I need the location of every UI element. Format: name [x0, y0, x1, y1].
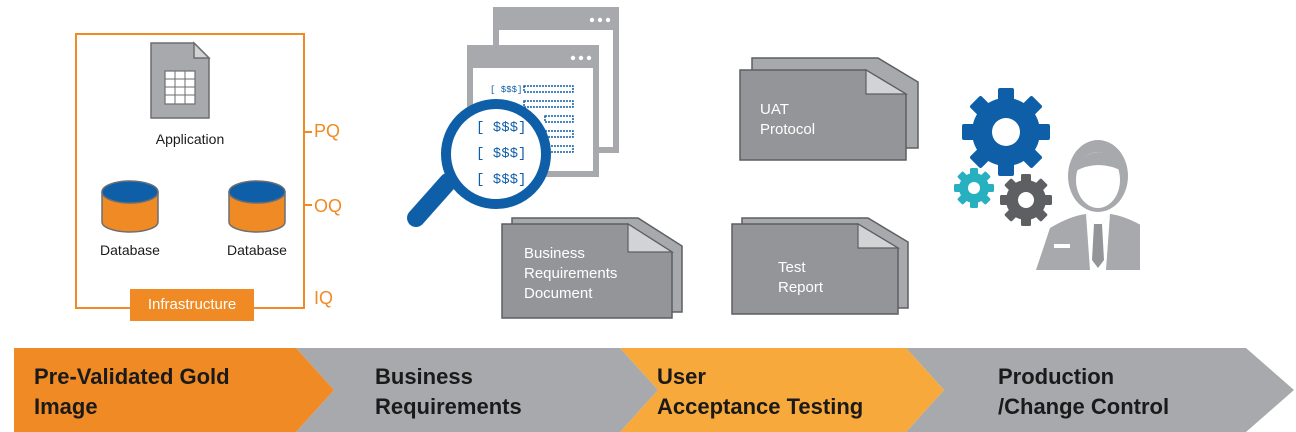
- magnifying-glass-icon: [407, 99, 551, 227]
- brd-label: Business Requirements Document: [524, 244, 617, 304]
- step-1-label: Pre-Validated Gold Image: [34, 362, 230, 422]
- infrastructure-bar: [130, 289, 254, 321]
- test-report-label-line-2: Report: [778, 279, 824, 296]
- brd-label-line-1: Business: [524, 245, 585, 262]
- step-1-line-1: Pre-Validated Gold: [34, 364, 230, 389]
- brd-label-line-3: Document: [524, 285, 593, 302]
- test-report-label: Test Report: [778, 258, 823, 298]
- gold-image-panel: [0, 0, 380, 330]
- step-3-chevron: [620, 348, 944, 432]
- step-3-line-2: Acceptance Testing: [657, 394, 864, 419]
- gold-image-frame: [75, 33, 312, 321]
- document-stacks: [490, 50, 930, 320]
- brd-document-icon: [501, 217, 683, 319]
- person-icon: [1036, 140, 1140, 270]
- process-chevrons: [14, 348, 1294, 432]
- pq-label: PQ: [314, 121, 341, 141]
- oq-label: OQ: [314, 196, 343, 216]
- step-4-label: Production /Change Control: [998, 362, 1169, 422]
- step-4-chevron: [906, 348, 1294, 432]
- test-report-label-line-1: Test: [778, 259, 806, 276]
- application-document-icon: [150, 41, 211, 119]
- database-right-label: Database: [227, 242, 287, 258]
- uat-label-line-1: UAT: [760, 101, 789, 118]
- infrastructure-label: Infrastructure: [147, 296, 237, 313]
- blue-gear-icon: [962, 88, 1050, 176]
- step-3-line-1: User: [657, 364, 706, 389]
- step-2-line-1: Business: [375, 364, 473, 389]
- step-4-line-1: Production: [998, 364, 1115, 389]
- iq-label: IQ: [314, 288, 334, 308]
- database-left-label: Database: [100, 242, 160, 258]
- requirements-illustration: [400, 0, 640, 240]
- step-4-line-2: /Change Control: [998, 394, 1170, 419]
- small-code-tag: [ $$$]: [490, 85, 523, 95]
- uat-label-line-2: Protocol: [760, 121, 816, 138]
- magnifier-line-2: [ $$$]: [476, 146, 527, 162]
- uat-document-icon: [739, 57, 919, 161]
- brd-label-line-2: Requirements: [524, 265, 618, 282]
- database-right-icon: [228, 180, 286, 233]
- test-report-document-icon: [731, 217, 909, 315]
- uat-label: UAT Protocol: [760, 100, 815, 140]
- step-2-label: Business Requirements: [375, 362, 522, 422]
- step-2-chevron: [296, 348, 658, 432]
- production-illustration: [940, 80, 1140, 280]
- teal-gear-icon: [954, 168, 994, 208]
- step-2-line-2: Requirements: [375, 394, 522, 419]
- step-1-chevron: [14, 348, 334, 432]
- step-3-label: User Acceptance Testing: [657, 362, 863, 422]
- magnifier-line-1: [ $$$]: [476, 120, 527, 136]
- process-arrow-bar: [0, 348, 1296, 432]
- application-label: Application: [155, 131, 225, 147]
- gray-gear-icon: [1000, 174, 1052, 226]
- step-1-line-2: Image: [34, 394, 98, 419]
- database-left-icon: [101, 180, 159, 233]
- magnifier-line-3: [ $$$]: [476, 172, 527, 188]
